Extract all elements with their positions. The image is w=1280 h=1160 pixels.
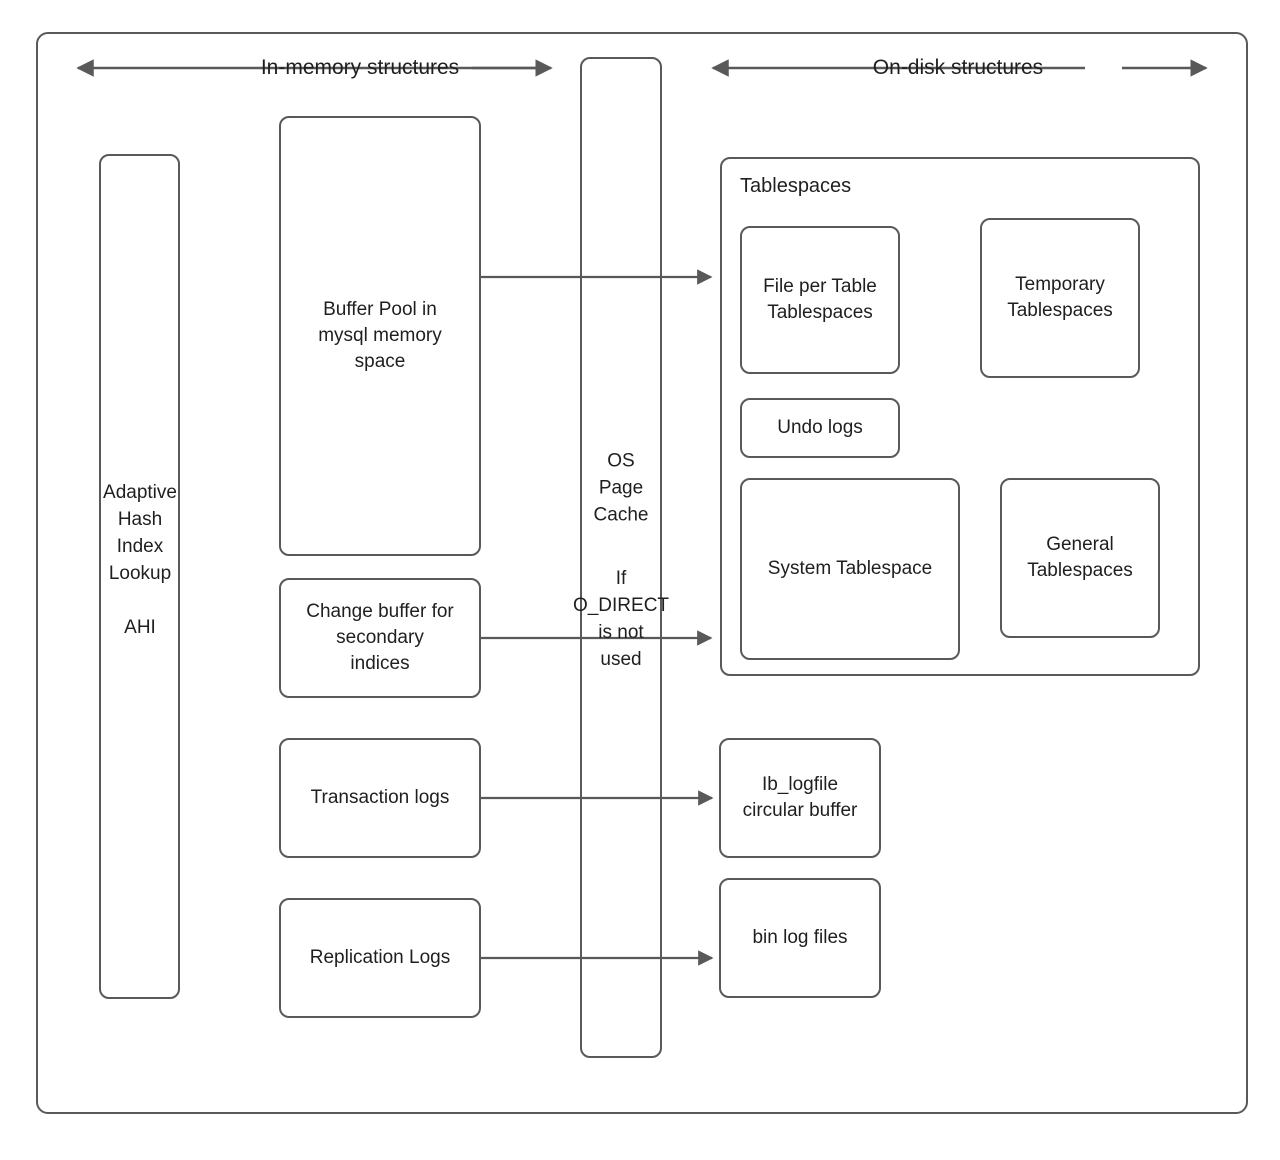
node-os-page-cache[interactable] [580,57,662,1058]
node-bin-log-files[interactable]: bin log files [719,878,881,998]
node-file-per-table-tablespaces[interactable]: File per Table Tablespaces [740,226,900,374]
diagram-outer-frame [36,32,1248,1114]
node-temporary-tablespaces[interactable]: Temporary Tablespaces [980,218,1140,378]
group-tablespaces [720,157,1200,676]
node-undo-logs[interactable]: Undo logs [740,398,900,458]
node-odirect-note-label: If O_DIRECT is not used [572,568,670,670]
node-adaptive-hash-index[interactable] [99,154,180,999]
node-transaction-logs[interactable]: Transaction logs [279,738,481,858]
node-buffer-pool[interactable]: Buffer Pool in mysql memory space [279,116,481,556]
node-change-buffer[interactable]: Change buffer for secondary indices [279,578,481,698]
node-replication-logs[interactable]: Replication Logs [279,898,481,1018]
node-ib-logfile[interactable]: Ib_logfile circular buffer [719,738,881,858]
section-label-on-disk: On-disk structures [872,56,1044,79]
node-general-tablespaces[interactable]: General Tablespaces [1000,478,1160,638]
section-label-in-memory: In-memory structures [260,56,460,79]
group-tablespaces-label: Tablespaces [740,175,852,197]
node-system-tablespace[interactable]: System Tablespace [740,478,960,660]
node-os-page-cache-label: OS Page Cache [593,450,649,526]
node-adaptive-hash-index-label: Adaptive Hash Index Lookup AHI [103,482,177,638]
